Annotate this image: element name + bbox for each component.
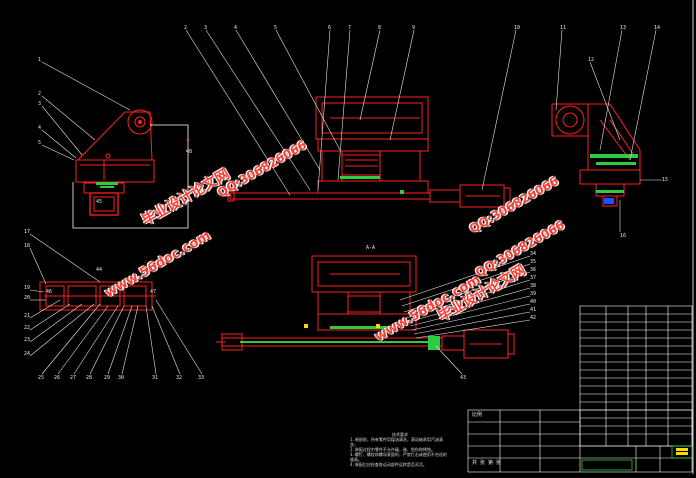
title-block [467, 409, 693, 473]
balloon-label: 7 [348, 25, 352, 31]
balloon-label: 40 [530, 299, 537, 305]
balloon-label: 33 [198, 375, 205, 381]
balloon-label: 1 [38, 57, 42, 63]
technical-requirement-line: 4.装配后应检查各运动部件运转是否灵活。 [350, 462, 427, 467]
title-block-yellow [676, 448, 688, 455]
balloon-label: 20 [24, 295, 31, 301]
balloon-label: 5 [274, 25, 278, 31]
balloon-label: 18 [24, 243, 31, 249]
balloon-label: 23 [24, 337, 31, 343]
technical-requirements: 技术要求 1.装配前，所有零件用煤油清洗，滚动轴承用汽油清洗， 2.装配过程中零… [350, 432, 450, 467]
balloon-label: 43 [460, 375, 467, 381]
main-assembly-top-green [340, 176, 404, 194]
balloon-label: 19 [24, 285, 31, 291]
left-top-leaders [41, 61, 131, 161]
balloon-label: 11 [560, 25, 567, 31]
side-view-right-green [590, 154, 638, 193]
title-block-scale: 比例 [472, 412, 483, 418]
balloon-label: 42 [530, 315, 537, 321]
side-view-left-frame [72, 124, 190, 229]
balloon-label: 31 [152, 375, 159, 381]
balloon-label: 45 [96, 199, 103, 205]
balloon-label: 30 [118, 375, 125, 381]
balloon-label: 2 [184, 25, 188, 31]
balloon-label: 39 [530, 291, 537, 297]
balloon-label: 5 [38, 140, 42, 146]
balloon-label: 38 [530, 283, 537, 289]
main-top-leaders [185, 29, 517, 196]
technical-requirement-line: 1.装配前，所有零件用煤油清洗，滚动轴承用汽油清洗， [350, 437, 443, 447]
shaft-view-left-leaders [29, 233, 203, 375]
technical-requirement-line: 2.装配过程中零件不允许磕、碰、划伤和锈蚀。 [350, 447, 435, 452]
balloon-label: 2 [38, 91, 42, 97]
section-view [216, 255, 515, 359]
balloon-label: 3 [38, 101, 42, 107]
balloon-label: 46 [46, 289, 53, 295]
side-view-left-green [96, 182, 118, 188]
balloon-label: 3 [204, 25, 208, 31]
balloon-label: 21 [24, 313, 31, 319]
technical-requirement-line: 3.螺钉、螺栓和螺母紧固时，严禁打击或使用不合适的旋具。 [350, 452, 447, 462]
balloon-label: 17 [24, 229, 31, 235]
balloon-label: 10 [514, 25, 521, 31]
balloon-label: 48 [186, 149, 193, 155]
balloon-label: 36 [530, 267, 537, 273]
title-block-sheet: 共 张 第 张 [472, 460, 502, 466]
balloon-label: 44 [96, 267, 103, 273]
balloon-label: 34 [530, 251, 537, 257]
shaft-view-left [39, 281, 156, 311]
balloon-label: 22 [24, 325, 31, 331]
section-view-green [240, 326, 440, 350]
balloon-label: 27 [70, 375, 77, 381]
balloon-label: 25 [38, 375, 45, 381]
technical-requirements-title: 技术要求 [392, 432, 408, 437]
balloon-label: 15 [662, 177, 669, 183]
balloon-label: 41 [530, 307, 537, 313]
balloon-label: 37 [530, 275, 537, 281]
parts-list [579, 305, 693, 447]
title-block-green [581, 445, 693, 471]
balloon-label: 14 [654, 25, 661, 31]
balloon-label: 28 [86, 375, 93, 381]
balloon-label: 4 [38, 125, 42, 131]
balloon-label: 24 [24, 351, 31, 357]
balloon-label: 16 [620, 233, 627, 239]
balloon-label: 35 [530, 259, 537, 265]
side-view-right-blue [604, 198, 614, 204]
balloon-label: 13 [620, 25, 627, 31]
section-view-leaders [399, 255, 531, 375]
side-view-right-leaders [555, 29, 662, 232]
balloon-label: 29 [104, 375, 111, 381]
side-view-left [75, 109, 155, 216]
section-label: A-A [366, 245, 376, 251]
balloon-label: 32 [176, 375, 183, 381]
main-assembly-top [222, 96, 511, 208]
balloon-label: 47 [150, 289, 157, 295]
balloon-label: 8 [378, 25, 382, 31]
balloon-label: 9 [412, 25, 416, 31]
balloon-label: 4 [234, 25, 238, 31]
balloon-label: 12 [588, 57, 595, 63]
section-view-yellow [304, 324, 380, 328]
balloon-label: 26 [54, 375, 61, 381]
balloon-label: 6 [328, 25, 332, 31]
